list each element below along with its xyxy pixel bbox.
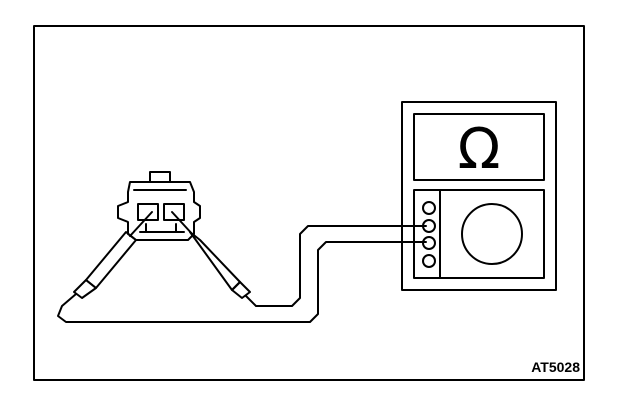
connector-latch (149, 171, 171, 183)
probe-lead-left (57, 241, 427, 323)
ohmmeter: Ω (401, 101, 557, 291)
ohmmeter-terminal-1 (422, 201, 436, 215)
ohmmeter-display (413, 113, 545, 181)
ohmmeter-lower-panel (413, 189, 545, 279)
connector-terminal-left (137, 203, 159, 221)
connector (117, 171, 201, 241)
ohm-symbol: Ω (458, 117, 501, 182)
ohmmeter-terminal-2 (422, 219, 436, 233)
ohmmeter-terminal-4 (422, 254, 436, 268)
ohmmeter-dial (461, 203, 523, 265)
connector-housing (117, 181, 201, 241)
test-probe-left (57, 211, 427, 323)
figure-frame (33, 25, 585, 381)
ohmmeter-terminal-3 (422, 236, 436, 250)
ohmmeter-case (401, 101, 557, 291)
connector-terminal-right (163, 203, 185, 221)
figure-code: AT5028 (531, 359, 580, 375)
test-probe-right (171, 211, 427, 307)
probe-lead-right (245, 225, 427, 307)
